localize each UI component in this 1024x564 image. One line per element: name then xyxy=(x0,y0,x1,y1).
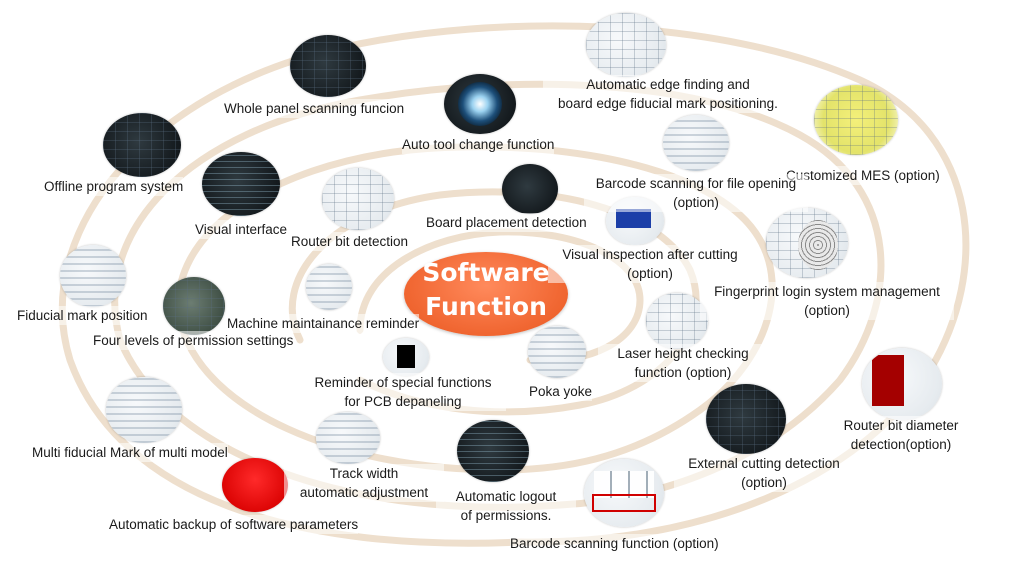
label-poka-yoke: Poka yoke xyxy=(529,382,593,401)
label-external-cutting-line1: External cutting detection xyxy=(688,456,840,471)
label-track-width-line1: Track width xyxy=(329,466,399,481)
label-reminder-special: Reminder of special functions for PCB de… xyxy=(300,373,506,411)
label-laser-height: Laser height checking function (option) xyxy=(598,344,768,382)
label-reminder-special-line1: Reminder of special functions xyxy=(314,375,492,390)
label-laser-height-line1: Laser height checking xyxy=(617,346,749,361)
whole-panel-thumbnail xyxy=(290,35,366,97)
label-visual-inspection-line2: (option) xyxy=(627,266,673,281)
fingerprint-thumbnail xyxy=(766,208,848,278)
router-bit-thumbnail xyxy=(322,168,394,230)
label-fingerprint-line2: (option) xyxy=(804,303,850,318)
label-auto-tool-change: Auto tool change function xyxy=(402,135,555,154)
label-laser-height-line2: function (option) xyxy=(634,365,732,380)
barcode-file-thumbnail xyxy=(663,115,729,171)
label-fingerprint-line1: Fingerprint login system management xyxy=(714,284,940,299)
label-router-diameter-line2: detection(option) xyxy=(850,437,952,452)
label-machine-maintenance: Machine maintainance reminder xyxy=(227,314,420,333)
label-multi-fiducial: Multi fiducial Mark of multi model xyxy=(32,443,228,462)
router-diameter-thumbnail xyxy=(862,348,942,420)
auto-backup-thumbnail xyxy=(222,458,288,512)
label-track-width-line2: automatic adjustment xyxy=(299,485,429,500)
board-placement-thumbnail xyxy=(502,164,558,214)
label-auto-backup: Automatic backup of software parameters xyxy=(109,515,359,534)
label-auto-logout: Automatic logout of permissions. xyxy=(436,487,576,525)
label-offline-program: Offline program system xyxy=(44,177,184,196)
offline-program-thumbnail xyxy=(103,113,181,177)
label-reminder-special-line2: for PCB depaneling xyxy=(344,394,462,409)
label-auto-logout-line1: Automatic logout xyxy=(455,489,557,504)
label-external-cutting: External cutting detection (option) xyxy=(674,454,854,492)
external-cutting-thumbnail xyxy=(706,384,786,454)
label-barcode-file-line2: (option) xyxy=(673,195,719,210)
label-barcode-file: Barcode scanning for file opening (optio… xyxy=(584,174,808,212)
label-router-diameter-line1: Router bit diameter xyxy=(843,418,959,433)
poka-yoke-thumbnail xyxy=(528,326,586,378)
auto-logout-thumbnail xyxy=(457,420,529,482)
label-barcode-function: Barcode scanning function (option) xyxy=(510,534,719,553)
label-four-levels: Four levels of permission settings xyxy=(93,331,294,350)
label-customized-mes: Customized MES (option) xyxy=(786,166,940,185)
label-visual-inspection: Visual inspection after cutting (option) xyxy=(548,245,752,283)
center-title-line1: Software xyxy=(422,258,550,287)
label-auto-logout-line2: of permissions. xyxy=(460,508,552,523)
maintenance-thumbnail xyxy=(306,264,352,310)
label-barcode-file-line1: Barcode scanning for file opening xyxy=(595,176,797,191)
center-title: Software Function xyxy=(404,256,568,324)
mes-thumbnail xyxy=(814,85,898,155)
label-router-bit-detection: Router bit detection xyxy=(291,232,409,251)
label-track-width: Track width automatic adjustment xyxy=(284,464,444,502)
label-fingerprint: Fingerprint login system management (opt… xyxy=(700,282,954,320)
label-board-placement: Board placement detection xyxy=(426,213,587,232)
label-visual-inspection-line1: Visual inspection after cutting xyxy=(562,247,738,262)
label-fiducial-position: Fiducial mark position xyxy=(17,306,148,325)
label-whole-panel: Whole panel scanning funcion xyxy=(224,99,405,118)
label-external-cutting-line2: (option) xyxy=(741,475,787,490)
label-auto-edge: Automatic edge finding and board edge fi… xyxy=(543,75,793,113)
center-title-line2: Function xyxy=(425,292,547,321)
special-functions-thumbnail xyxy=(383,338,429,376)
label-router-diameter: Router bit diameter detection(option) xyxy=(826,416,976,454)
barcode-function-thumbnail xyxy=(584,459,664,527)
auto-tool-thumbnail xyxy=(444,74,516,134)
edge-finding-thumbnail xyxy=(586,13,666,77)
label-auto-edge-line2: board edge fiducial mark positioning. xyxy=(558,96,778,111)
label-visual-interface: Visual interface xyxy=(195,220,288,239)
laser-height-thumbnail xyxy=(646,293,708,349)
fiducial-thumbnail xyxy=(60,245,126,307)
visual-interface-thumbnail xyxy=(202,152,280,216)
center-ellipse xyxy=(404,252,568,336)
track-width-thumbnail xyxy=(316,412,380,464)
multi-fiducial-thumbnail xyxy=(106,377,182,443)
label-auto-edge-line1: Automatic edge finding and xyxy=(586,77,750,92)
permission-thumbnail xyxy=(163,277,225,335)
